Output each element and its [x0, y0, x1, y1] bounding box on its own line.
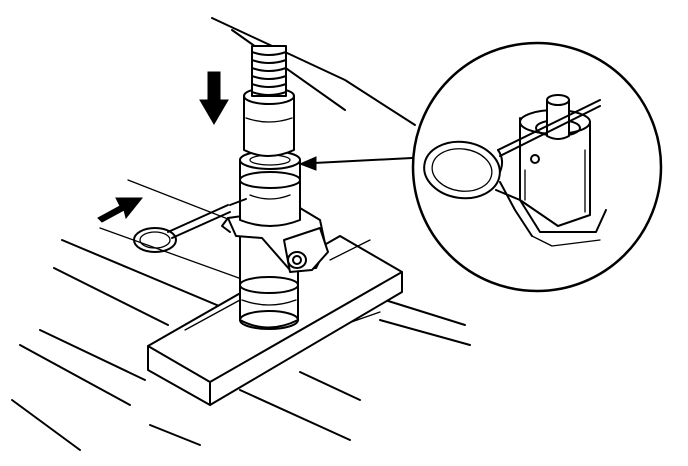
cotter-pin-ring — [134, 199, 246, 252]
jack-screw — [252, 46, 286, 96]
insert-arrow — [98, 198, 142, 222]
floor-surface — [12, 18, 470, 450]
detail-magnifier-circle — [413, 43, 661, 291]
down-arrow — [200, 72, 228, 124]
jack-saddle-bracket — [222, 208, 328, 272]
jack-collar — [240, 151, 300, 226]
callout-pointer-arrow — [300, 157, 412, 170]
jack-lift-cylinder — [244, 88, 294, 156]
